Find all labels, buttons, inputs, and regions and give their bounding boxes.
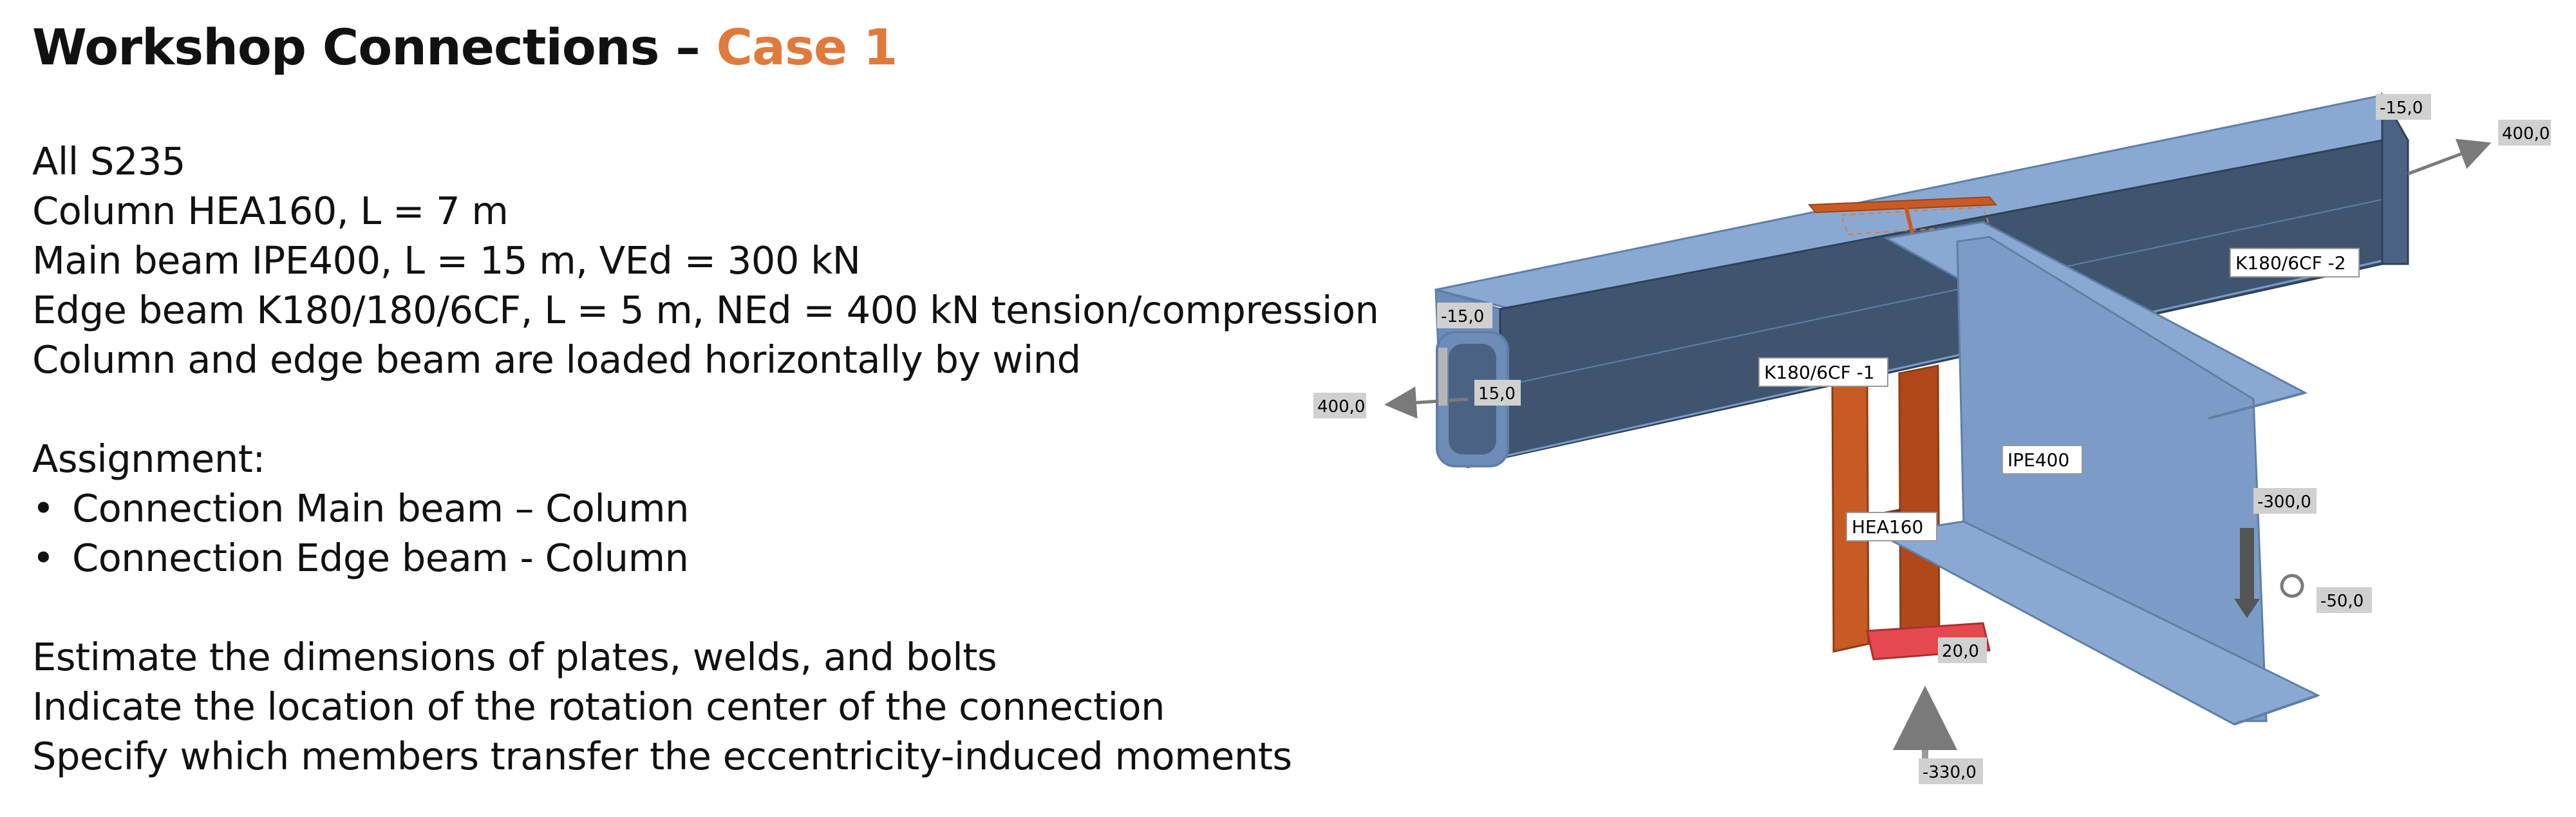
task-line: Specify which members transfer the eccen… [32, 734, 1292, 778]
member-label: K180/6CF -2 [2235, 252, 2346, 274]
load-label: -15,0 [2380, 99, 2423, 118]
load-label: -50,0 [2320, 592, 2364, 611]
left-shear-arrow [1438, 348, 1447, 406]
splice-plate-shape [1807, 196, 1998, 214]
main-beam-edge-line [2233, 694, 2318, 726]
assignment-item-text: Connection Edge beam - Column [72, 536, 689, 580]
left-axial-arrow [1384, 386, 1469, 419]
splice-weld-line [1904, 205, 1914, 234]
bullet-glyph: • [32, 486, 55, 531]
load-labels: 400,0 -15,0 15,0 -15,0 400,0 -300,0 -50,… [1313, 94, 2551, 784]
main-beam [1877, 221, 2320, 726]
title-accent: Case 1 [716, 19, 898, 77]
column-flange [1898, 364, 1941, 646]
assignment-item: • Connection Main beam – Column [32, 484, 1359, 533]
load-label: -330,0 [1923, 763, 1977, 782]
load-label: 20,0 [1942, 642, 1979, 661]
assignment-item: • Connection Edge beam - Column [32, 533, 1359, 583]
moment-arrow [2280, 574, 2304, 598]
splice-plate-outline [1840, 206, 1991, 236]
edge-beam-end-opening [1449, 344, 1496, 455]
assignment-heading: Assignment: [32, 437, 265, 481]
description-line: All S235 [32, 139, 185, 183]
edge-beam-edge-line [1500, 259, 2383, 458]
task-line: Estimate the dimensions of plates, welds… [32, 635, 997, 679]
member-label: IPE400 [2007, 449, 2069, 471]
right-axial-arrow [2407, 138, 2492, 176]
splice-plate [1807, 196, 1998, 236]
connection-3d-model: 400,0 -15,0 15,0 -15,0 400,0 -300,0 -50,… [1313, 91, 2551, 784]
assignment-item-text: Connection Main beam – Column [72, 486, 690, 531]
member-label: K180/6CF -1 [1764, 362, 1875, 383]
main-shear-arrow-head [2234, 599, 2260, 618]
description-line: Column and edge beam are loaded horizont… [32, 337, 1081, 382]
load-label: -300,0 [2257, 493, 2311, 512]
slide-title: Workshop Connections – Case 1 [32, 19, 898, 77]
title-main: Workshop Connections – [32, 19, 717, 77]
main-beam-edge-line [2208, 391, 2306, 420]
load-label: 15,0 [1478, 384, 1516, 404]
bullet-glyph: • [32, 536, 55, 580]
edge-beam-edge-line [1500, 199, 2383, 387]
description-block: All S235 Column HEA160, L = 7 m Main bea… [32, 136, 1379, 781]
load-label: -15,0 [1441, 307, 1484, 326]
member-label: HEA160 [1852, 516, 1923, 538]
description-line: Edge beam K180/180/6CF, L = 5 m, NEd = 4… [32, 288, 1379, 332]
load-label: 400,0 [2502, 124, 2550, 144]
edge-beam-end-face [2381, 91, 2409, 265]
description-line: Main beam IPE400, L = 15 m, VEd = 300 kN [32, 238, 861, 283]
member-labels: K180/6CF -1 K180/6CF -2 IPE400 HEA160 [1758, 248, 2360, 541]
description-line: Column HEA160, L = 7 m [32, 189, 509, 233]
load-label: 400,0 [1317, 397, 1365, 417]
load-arrows [1384, 138, 2492, 760]
task-line: Indicate the location of the rotation ce… [32, 684, 1165, 729]
